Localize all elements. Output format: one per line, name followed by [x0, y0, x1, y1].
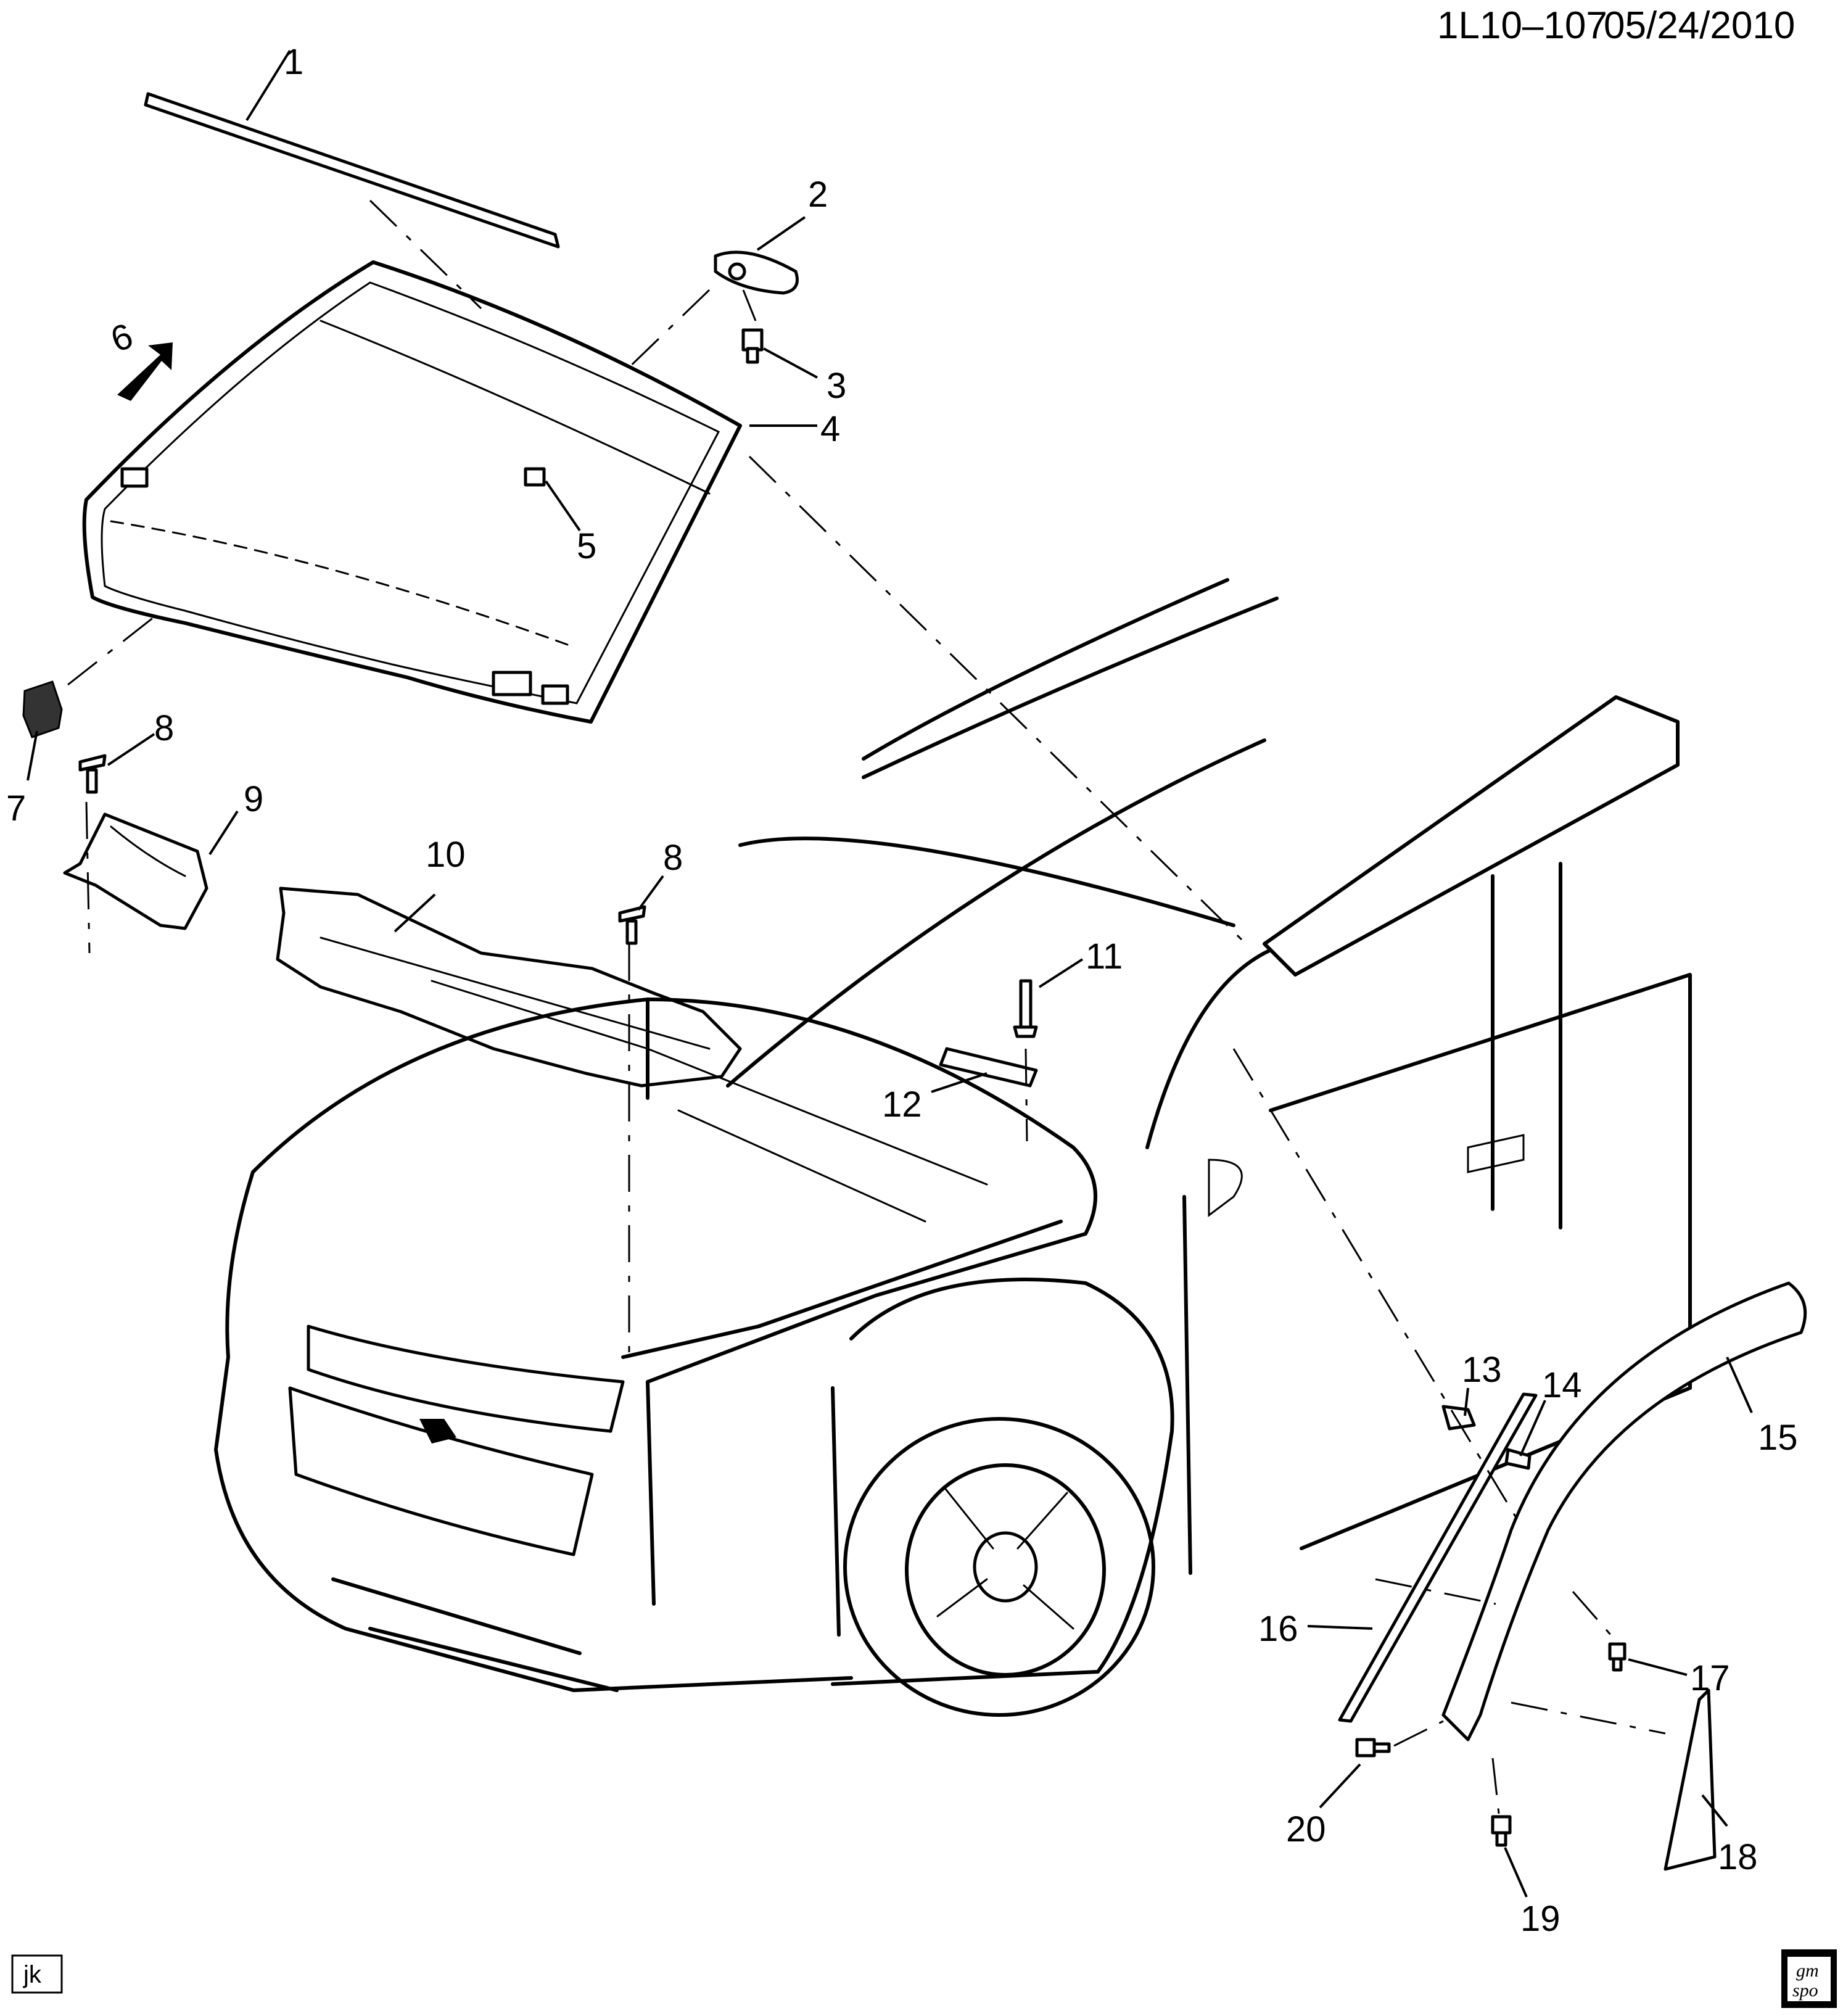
part-7-clip	[22, 680, 63, 738]
diagram-date: 05/24/2010	[1604, 4, 1795, 47]
callout-17: 17	[1690, 1658, 1730, 1698]
part-1-molding	[144, 92, 560, 249]
part-16-strip	[1338, 1392, 1538, 1723]
vehicle-body	[214, 578, 1692, 1717]
corner-tag-label: jk	[23, 1961, 42, 1988]
part-6-direction-arrow	[117, 342, 173, 401]
part-10-cowl	[276, 886, 742, 1088]
part-11-stud	[1013, 979, 1038, 1038]
callout-2: 2	[808, 175, 828, 215]
part-14-clip	[1504, 1448, 1532, 1470]
part-3-bolt	[741, 328, 764, 364]
callout-20: 20	[1286, 1809, 1326, 1849]
callout-8-left: 8	[154, 708, 174, 748]
part-19-screw	[1491, 1815, 1512, 1847]
callout-19: 19	[1520, 1899, 1561, 1939]
logo-line-2: spo	[1792, 1980, 1818, 2001]
callout-10: 10	[426, 835, 466, 875]
part-2-mirror-mount	[714, 250, 799, 295]
callout-14: 14	[1542, 1365, 1582, 1405]
callout-12: 12	[882, 1084, 922, 1125]
part-8-pin-right	[618, 905, 646, 945]
part-13-pad	[1441, 1405, 1476, 1431]
gm-spo-logo: gm spo	[1781, 1949, 1837, 2008]
callout-7: 7	[6, 788, 26, 828]
alignment-lines	[67, 199, 1666, 1814]
callout-18: 18	[1718, 1837, 1758, 1877]
callout-labels: 1 2 3 4 5 6 7 8 8 9 10 11 12 13 14 15 16…	[6, 42, 1798, 1939]
corner-tag: jk	[11, 1954, 63, 1994]
callout-3: 3	[827, 366, 846, 406]
part-18-triangle-molding	[1664, 1688, 1717, 1871]
part-4-windshield	[82, 260, 742, 724]
callout-9: 9	[244, 779, 263, 819]
leader-lines	[27, 49, 1753, 1898]
part-9-panel	[63, 812, 208, 930]
callout-16: 16	[1258, 1609, 1298, 1649]
part-12-strip	[939, 1047, 1038, 1088]
callout-11: 11	[1086, 936, 1123, 977]
callout-15: 15	[1758, 1418, 1798, 1458]
callout-13: 13	[1462, 1350, 1502, 1390]
part-17-screw	[1608, 1642, 1627, 1672]
logo-line-1: gm	[1796, 1960, 1819, 1981]
part-20-screw	[1355, 1738, 1391, 1758]
part-8-pin-left	[78, 754, 107, 794]
callout-8-right: 8	[663, 838, 683, 878]
diagram-ref-code: 1L10–107	[1437, 4, 1607, 47]
callout-5: 5	[577, 526, 596, 566]
callout-4: 4	[820, 409, 840, 449]
callout-6: 6	[105, 315, 138, 360]
part-5-bracket	[524, 467, 546, 487]
callout-1: 1	[284, 42, 303, 82]
